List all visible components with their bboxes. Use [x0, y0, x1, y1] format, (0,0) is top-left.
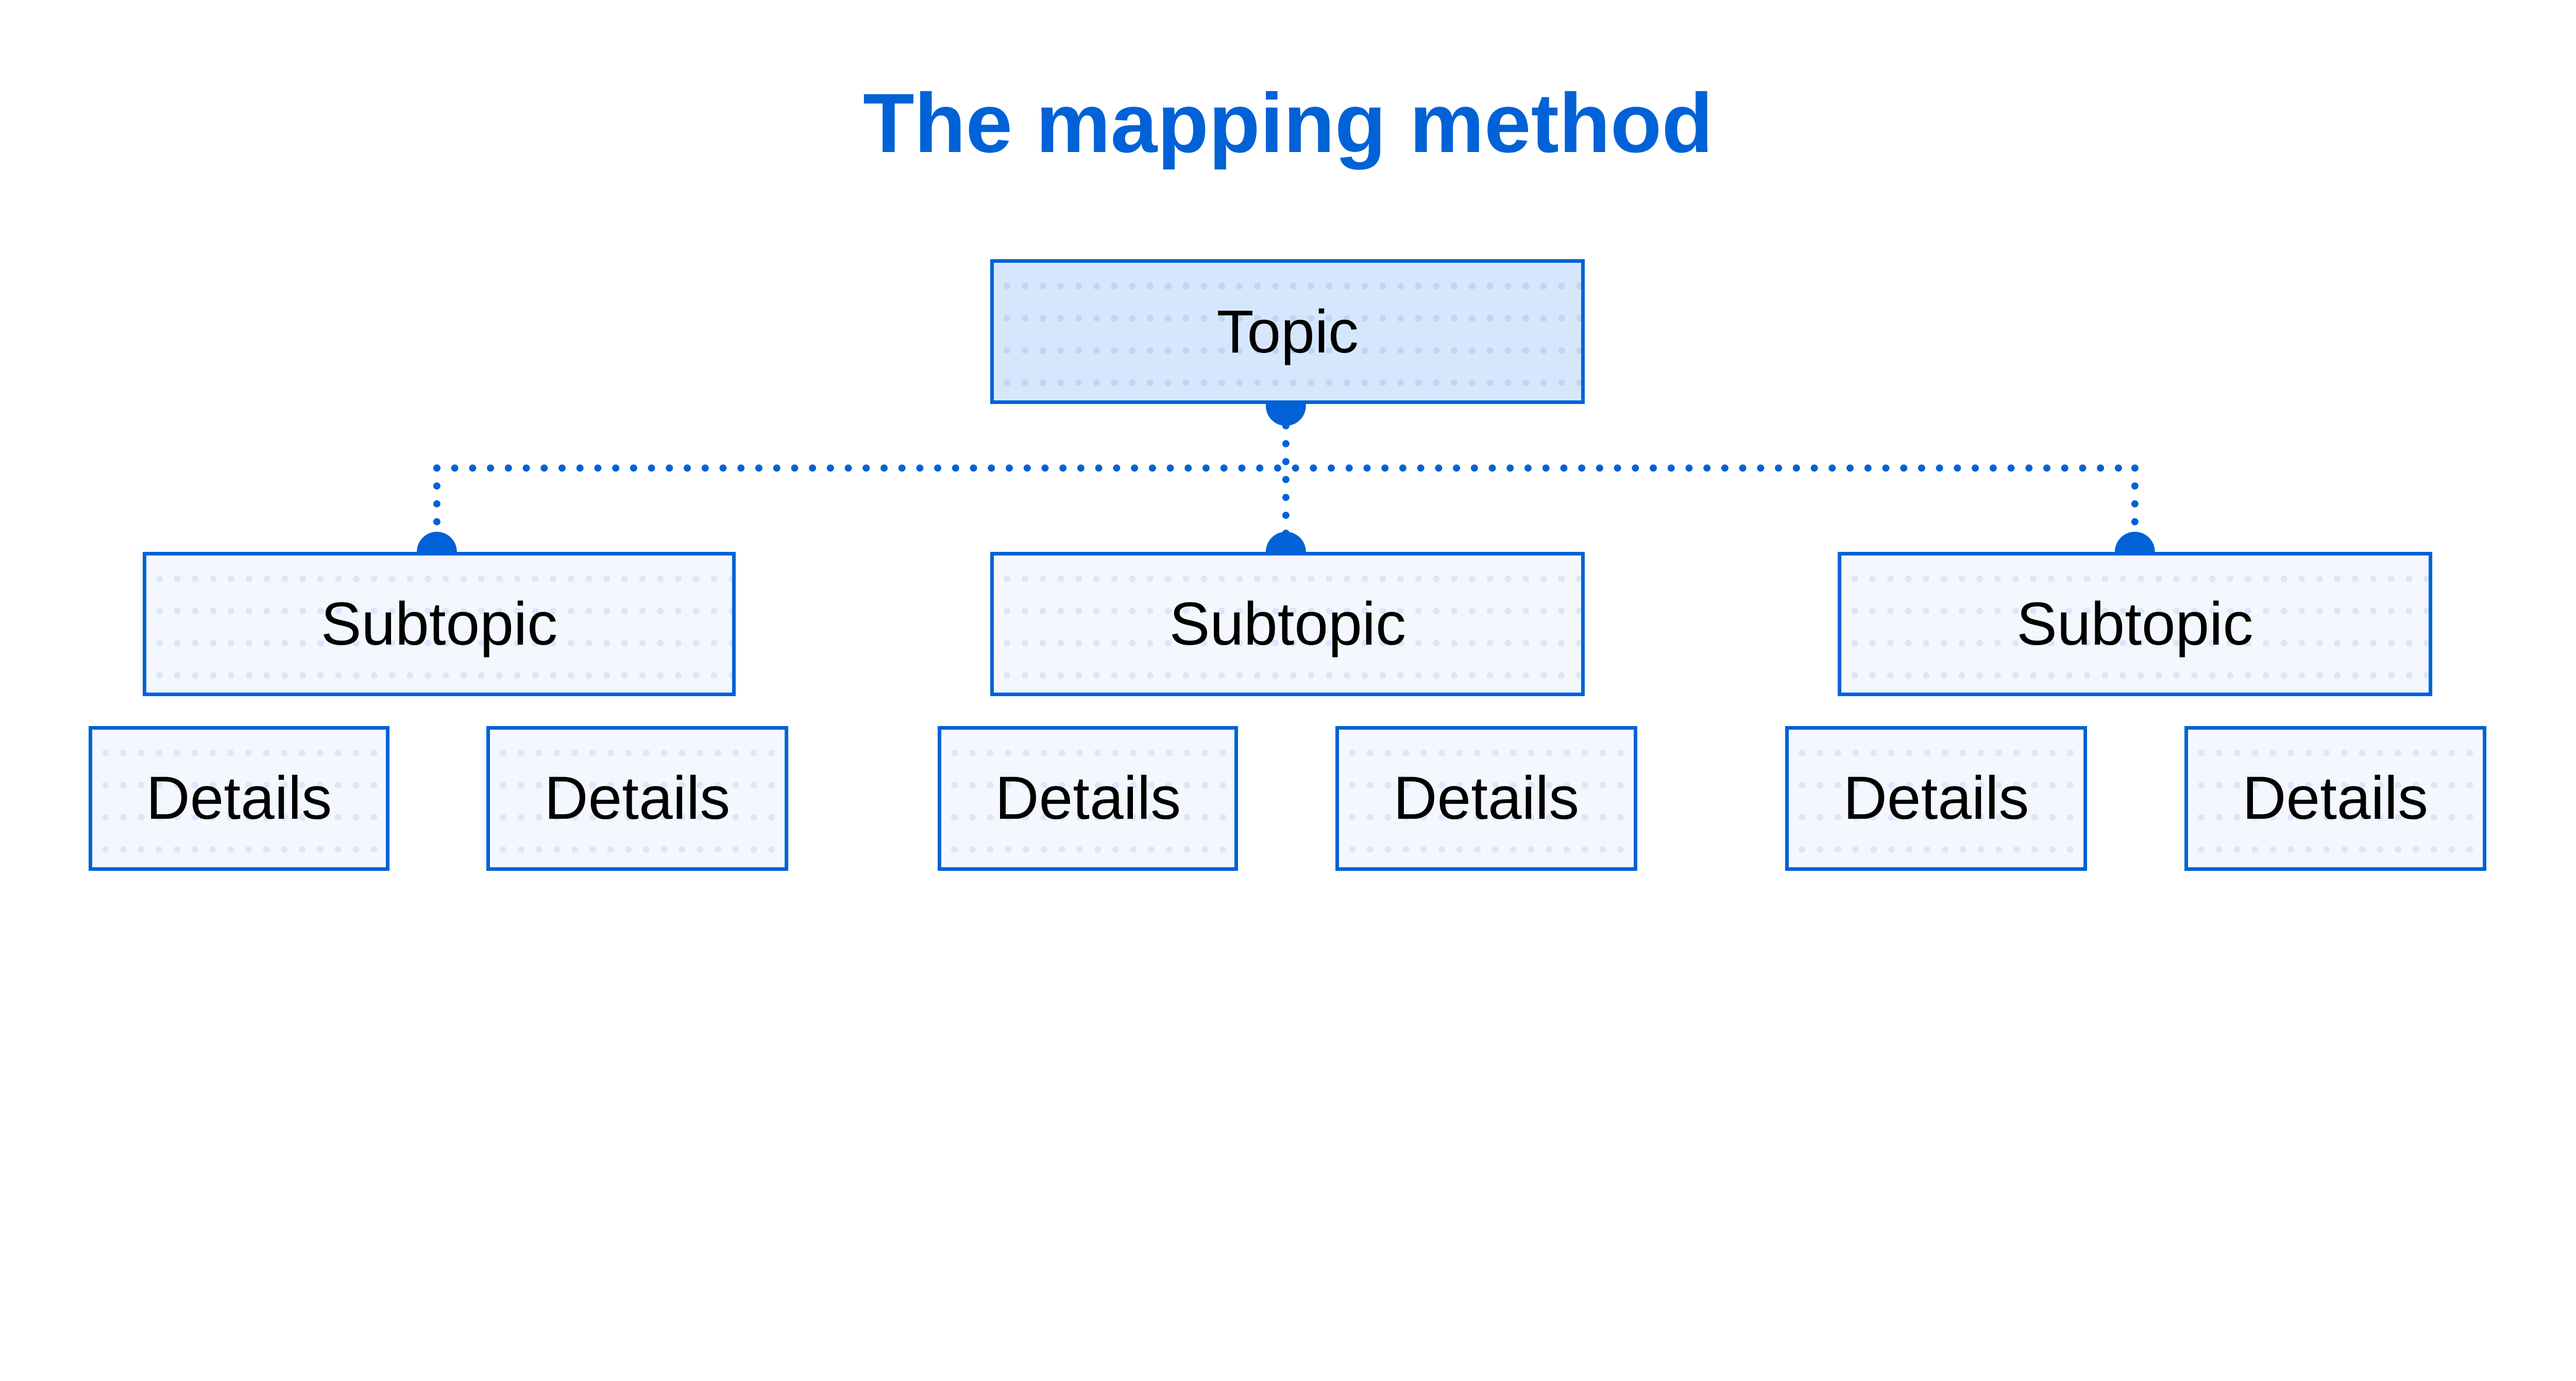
diagram-title: The mapping method: [863, 76, 1713, 171]
details-box: Details: [486, 726, 788, 871]
details-box: Details: [938, 726, 1239, 871]
details-box: Details: [1335, 726, 1637, 871]
details-label: Details: [544, 764, 731, 833]
topic-label: Topic: [1216, 297, 1359, 366]
subtopic-box-1: Subtopic: [143, 551, 736, 697]
subtopic-label: Subtopic: [1169, 590, 1406, 659]
details-label: Details: [995, 764, 1181, 833]
subtopic-label: Subtopic: [320, 590, 558, 659]
subtopic-box-3: Subtopic: [1837, 551, 2432, 697]
subtopic-box-2: Subtopic: [990, 551, 1585, 697]
diagram: The mapping method Topic Subtopic Subtop…: [89, 76, 2486, 871]
details-box: Details: [89, 726, 389, 871]
details-box: Details: [1785, 726, 2088, 871]
details-label: Details: [2242, 764, 2429, 833]
details-label: Details: [146, 764, 332, 833]
subtopic-label: Subtopic: [2016, 590, 2253, 659]
details-label: Details: [1393, 764, 1580, 833]
details-label: Details: [1843, 764, 2029, 833]
topic-box: Topic: [990, 259, 1585, 405]
details-box: Details: [2184, 726, 2486, 871]
